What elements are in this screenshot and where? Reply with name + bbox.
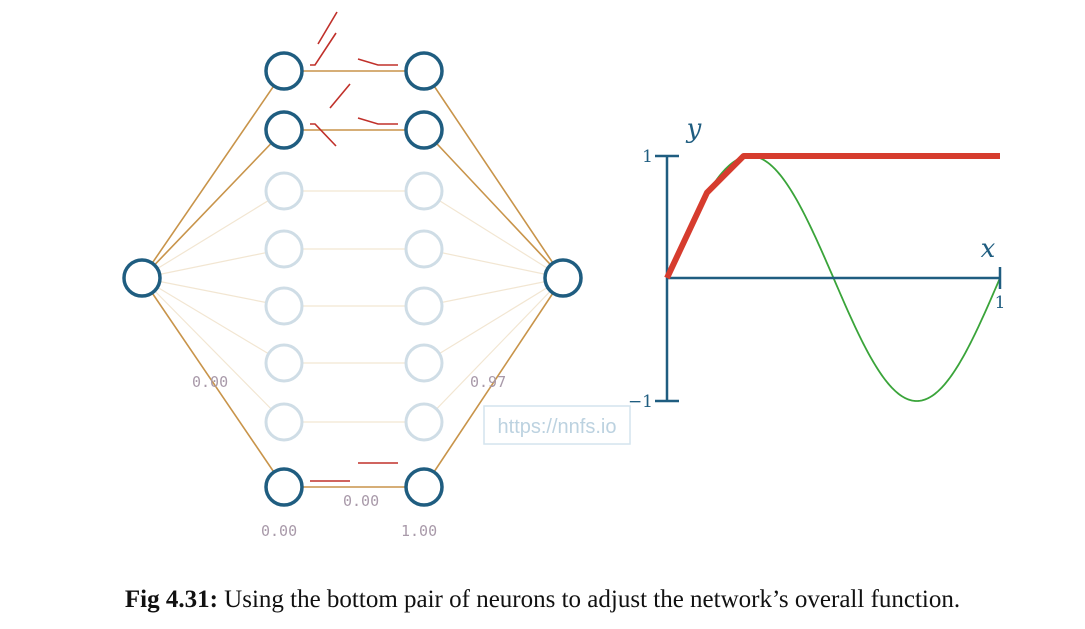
hidden1-neuron-7: [264, 467, 304, 507]
caption-label: Fig 4.31:: [124, 586, 218, 613]
h2-activation-indicator-0: [357, 58, 398, 66]
edge-input-h1-7: [141, 277, 285, 488]
h1-activation-indicator-0-tail: [317, 11, 338, 45]
output-neuron: [543, 258, 583, 298]
caption-text: Using the bottom pair of neurons to adju…: [217, 586, 961, 613]
hidden2-neuron-5: [404, 343, 444, 383]
h1-activation-indicator-1-tail: [329, 83, 351, 109]
hidden2-neuron-0: [404, 51, 444, 91]
edge-input-h1-4: [141, 277, 285, 307]
hidden1-bias-label: 0.00: [261, 522, 297, 540]
edge-input-h1-3: [141, 248, 285, 279]
edge-input-h1-6: [141, 277, 285, 423]
network-output-line: [664, 153, 1000, 280]
x-axis-label: x: [981, 234, 996, 264]
hidden1-neuron-1: [264, 110, 304, 150]
edge-h2-output-7: [423, 277, 564, 488]
hidden2-neuron-4: [404, 286, 444, 326]
hidden1-neuron-3: [264, 229, 304, 269]
y-axis-label: y: [686, 114, 702, 144]
y-tick-label-bottom: −1: [628, 392, 653, 412]
hidden2-neuron-2: [404, 171, 444, 211]
bottom-weight-label: 0.00: [343, 492, 379, 510]
input-neuron: [122, 258, 162, 298]
network-connections: [141, 70, 564, 488]
edge-input-h1-5: [141, 277, 285, 364]
edge-h2-output-2: [423, 190, 564, 279]
h2-activation-indicator-1: [357, 117, 398, 125]
edge-h2-output-6: [423, 277, 564, 423]
right-weight-label: 0.97: [470, 373, 506, 391]
edge-h2-output-0: [423, 70, 564, 279]
hidden2-bias-label: 1.00: [401, 522, 437, 540]
function-chart: 1 −1 1 y x: [628, 114, 1005, 412]
h1-activation-indicator-1: [310, 123, 337, 147]
hidden2-neuron-6: [404, 402, 444, 442]
h1-activation-indicator-0: [310, 32, 337, 66]
hidden1-neuron-2: [264, 171, 304, 211]
hidden2-neuron-3: [404, 229, 444, 269]
edge-input-h1-1: [141, 129, 285, 279]
x-tick-label-end: 1: [995, 293, 1006, 313]
hidden2-neuron-7: [404, 467, 444, 507]
edge-input-h1-2: [141, 190, 285, 279]
watermark-box: [483, 405, 631, 445]
edge-h2-output-1: [423, 129, 564, 279]
hidden2-neuron-1: [404, 110, 444, 150]
watermark-text: https://nnfs.io: [498, 416, 617, 438]
weight-indicators: [310, 11, 398, 482]
network-neurons: [122, 51, 583, 507]
hidden1-neuron-6: [264, 402, 304, 442]
edge-h2-output-4: [423, 277, 564, 307]
y-tick-label-top: 1: [642, 147, 653, 167]
left-weight-label: 0.00: [192, 373, 228, 391]
hidden1-neuron-5: [264, 343, 304, 383]
hidden1-neuron-0: [264, 51, 304, 91]
hidden1-neuron-4: [264, 286, 304, 326]
edge-h2-output-3: [423, 248, 564, 279]
edge-h2-output-5: [423, 277, 564, 364]
edge-input-h1-0: [141, 70, 285, 279]
watermark: https://nnfs.io: [483, 405, 631, 445]
figure-caption: Fig 4.31: Using the bottom pair of neuro…: [0, 586, 1085, 614]
